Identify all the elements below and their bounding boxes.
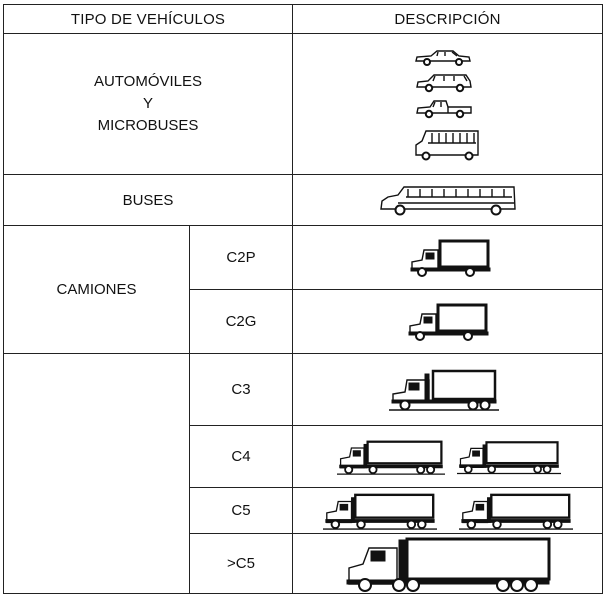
label-articulated-blank: [3, 353, 190, 594]
label-c5: C5: [188, 487, 294, 534]
station-wagon-icon: [414, 71, 474, 93]
label-buses: BUSES: [2, 174, 294, 226]
vehicle-type-table: TIPO DE VEHÍCULOS DESCRIPCIÓN AUTOMÓVILE…: [2, 4, 604, 594]
description-c2g: [292, 289, 604, 354]
three-axle-truck-icon: [388, 368, 500, 412]
label-c2p: C2P: [188, 225, 294, 290]
description-buses: [292, 174, 604, 226]
table-row-c2g: C2G: [4, 289, 604, 354]
heavy-tractor-trailer-icon: [343, 536, 553, 592]
table-header-row: TIPO DE VEHÍCULOS DESCRIPCIÓN: [2, 4, 604, 34]
semi-trailer-truck-icon: [317, 492, 443, 530]
table-row-automoviles: AUTOMÓVILES Y MICROBUSES: [2, 33, 604, 175]
label-c4: C4: [188, 425, 294, 488]
table-row-c3: C3: [3, 353, 604, 594]
microbus-icon: [412, 127, 482, 161]
label-c3: C3: [188, 353, 294, 426]
label-automoviles-line1: AUTOMÓVILES: [93, 73, 203, 90]
table-row-gt-c5: >C5: [4, 533, 604, 594]
table-row-c2p: CAMIONES C2P: [3, 225, 604, 354]
label-automoviles-line3: MICROBUSES: [97, 117, 199, 134]
description-c5: [292, 487, 604, 534]
label-automoviles: AUTOMÓVILES Y MICROBUSES: [2, 33, 294, 175]
header-vehicle-type: TIPO DE VEHÍCULOS: [2, 4, 294, 34]
table-row-c5: C5: [4, 487, 604, 534]
semi-trailer-truck-icon: [453, 492, 579, 530]
table-row-buses: BUSES: [2, 174, 604, 226]
label-camiones: CAMIONES: [3, 225, 190, 354]
box-truck-icon: [408, 238, 492, 278]
label-automoviles-line2: Y: [143, 95, 154, 112]
description-gt-c5: [292, 533, 604, 594]
label-gt-c5: >C5: [188, 533, 294, 594]
box-truck-icon: [403, 302, 493, 342]
description-automoviles: [292, 33, 604, 175]
semi-trailer-truck-icon: [335, 439, 447, 475]
header-description: DESCRIPCIÓN: [292, 4, 604, 34]
bus-icon: [378, 183, 518, 217]
description-c3: [292, 353, 604, 426]
description-c2p: [292, 225, 604, 290]
car-icon: [412, 47, 474, 67]
description-c4: [292, 425, 604, 488]
label-c2g: C2G: [188, 289, 294, 354]
pickup-truck-icon: [414, 97, 474, 119]
semi-trailer-truck-icon: [457, 439, 561, 475]
